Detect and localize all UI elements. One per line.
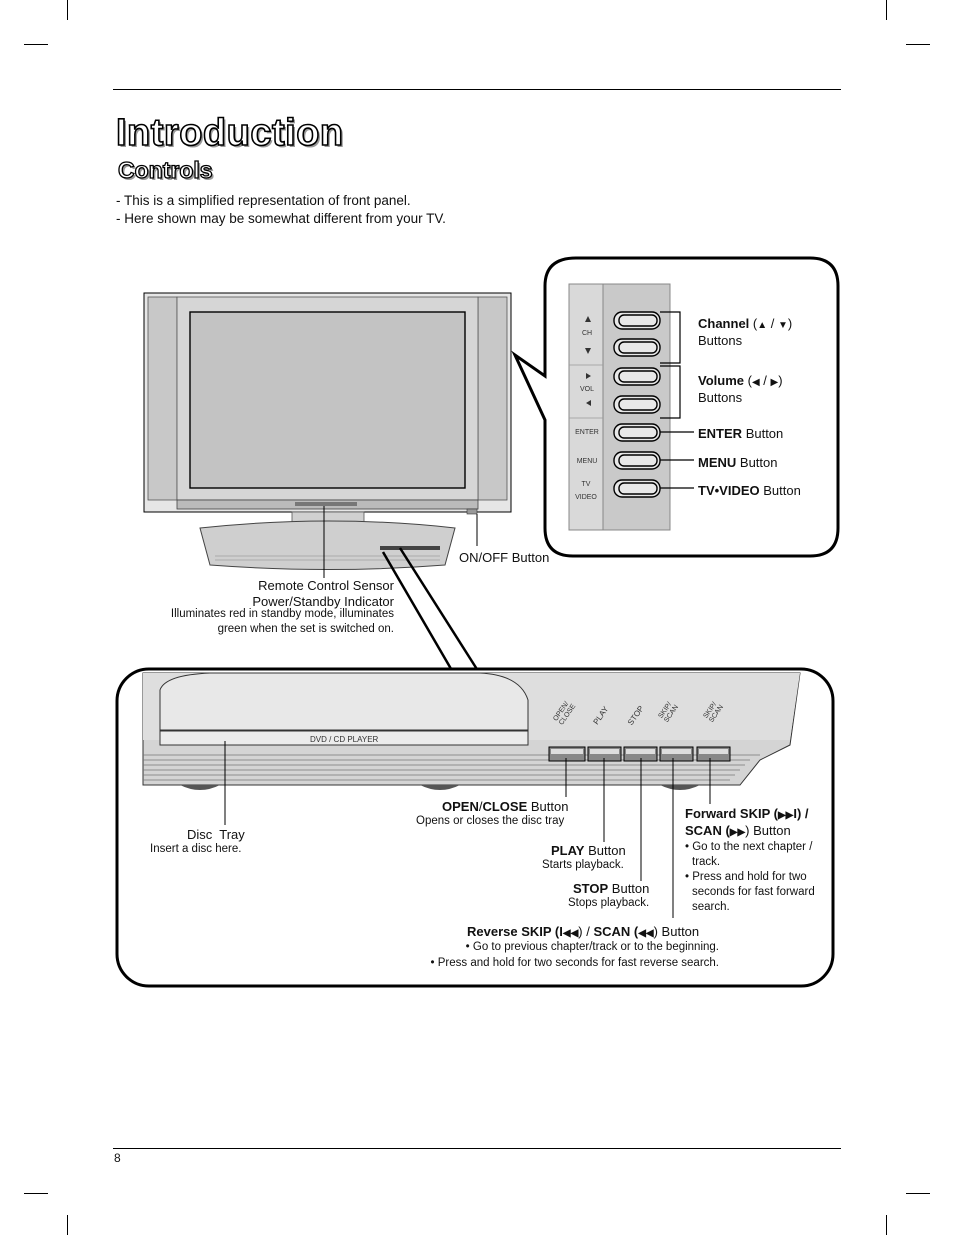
left-arrow-icon: ◀ <box>751 377 760 388</box>
enter-button-label: ENTER Button <box>698 426 783 441</box>
rewind-icon: ◀◀ <box>638 928 654 939</box>
enter-suffix: Button <box>745 426 784 441</box>
channel-name: Channel <box>698 316 750 331</box>
reverse-suffix: ) Button <box>653 924 700 939</box>
open-close-desc: Opens or closes the disc tray <box>416 815 565 827</box>
page-number: 8 <box>114 1151 121 1165</box>
volume-name: Volume <box>698 373 744 388</box>
play-desc: Starts playback. <box>542 859 624 871</box>
reverse-name-a: Reverse SKIP (I <box>467 924 563 939</box>
play-suffix: Button <box>588 843 626 858</box>
intro-note-2: - Here shown may be somewhat different f… <box>116 211 446 226</box>
reverse-name-b: SCAN ( <box>593 924 639 939</box>
section-title: Controls <box>117 156 213 183</box>
video-panel-label: VIDEO <box>575 494 597 501</box>
menu-suffix: Button <box>739 455 778 470</box>
disc-tray-slot <box>159 730 529 746</box>
play-name: PLAY <box>551 843 585 858</box>
menu-name: MENU <box>698 455 737 470</box>
side-panel-buttons <box>613 311 661 498</box>
forward-bullet-3: • Press and hold for two <box>685 871 807 883</box>
crop-mark <box>906 44 930 45</box>
tvvideo-button-label: TV•VIDEO Button <box>698 483 801 498</box>
forward-bullet-2: track. <box>692 856 721 868</box>
menu-panel-label: MENU <box>576 458 598 465</box>
open-name: OPEN <box>442 799 479 814</box>
bottom-rule <box>113 1148 841 1149</box>
reverse-bullet-2: • Press and hold for two seconds for fas… <box>430 957 719 969</box>
tv-panel-label: TV <box>581 481 591 488</box>
crop-mark <box>67 0 68 20</box>
sensor-label-2: Power/Standby Indicator <box>252 594 394 609</box>
channel-buttons-label: Channel (▲ / ▼) Buttons <box>698 316 793 348</box>
scan-forward-icon: ▶▶ <box>729 827 746 838</box>
skip-back-icon: ◀◀ <box>562 928 579 939</box>
tvvideo-name: TV•VIDEO <box>698 483 760 498</box>
disc-tray-label: Disc Tray <box>187 827 245 842</box>
volume-buttons-label: Volume (◀ / ▶) Buttons <box>698 373 783 405</box>
forward-skip-label: Forward SKIP (▶▶I) / SCAN (▶▶) Button <box>685 806 809 840</box>
forward-bullet-4: seconds for fast forward <box>692 886 815 898</box>
sensor-label-1: Remote Control Sensor <box>258 578 394 593</box>
reverse-mid: ) / <box>578 924 594 939</box>
menu-button-label: MENU Button <box>698 455 778 470</box>
enter-name: ENTER <box>698 426 743 441</box>
fast-forward-icon: ▶▶ <box>777 810 794 821</box>
stop-name: STOP <box>573 881 609 896</box>
tv-stand-base <box>199 520 456 570</box>
right-arrow-icon: ▶ <box>770 377 779 388</box>
sensor-desc-2: green when the set is switched on. <box>217 623 394 635</box>
crop-mark <box>886 1215 887 1235</box>
forward-bullet-5: search. <box>692 901 730 913</box>
play-label: PLAY Button <box>551 843 626 858</box>
open-close-label: OPEN/CLOSE Button <box>442 799 568 814</box>
forward-bullet-1: • Go to the next chapter / <box>685 841 813 853</box>
onoff-button-label: ON/OFF Button <box>459 550 550 565</box>
reverse-bullet-1: • Go to previous chapter/track or to the… <box>465 941 719 953</box>
top-rule <box>113 89 841 90</box>
reverse-skip-label: Reverse SKIP (I◀◀) / SCAN (◀◀) Button <box>467 924 699 941</box>
crop-mark <box>67 1215 68 1235</box>
forward-line1: Forward SKIP ( <box>685 806 778 821</box>
close-name: CLOSE <box>482 799 528 814</box>
volume-suffix: Buttons <box>698 390 743 405</box>
crop-mark <box>906 1193 930 1194</box>
vol-panel-label: VOL <box>579 386 594 393</box>
forward-line2: SCAN ( <box>685 823 730 838</box>
stop-label: STOP Button <box>573 881 649 896</box>
disc-tray-desc: Insert a disc here. <box>150 843 242 855</box>
channel-suffix: Buttons <box>698 333 743 348</box>
up-arrow-icon: ▲ <box>757 320 768 331</box>
ch-panel-label: CH <box>581 330 593 337</box>
crop-mark <box>24 44 48 45</box>
open-close-suffix: Button <box>530 799 569 814</box>
intro-note-1: - This is a simplified representation of… <box>116 193 411 208</box>
page-title: Introduction <box>115 111 344 155</box>
stop-suffix: Button <box>611 881 650 896</box>
forward-line2-end: ) Button <box>745 823 791 838</box>
forward-line1-end: I) / <box>793 806 809 821</box>
stop-desc: Stops playback. <box>568 897 650 909</box>
panel-callout-bubble <box>511 256 840 558</box>
crop-mark <box>886 0 887 20</box>
tv-screen <box>189 311 466 489</box>
dvd-tray-label: DVD / CD PLAYER <box>310 735 379 744</box>
disc-tray-door <box>159 672 529 731</box>
sensor-desc-1: Illuminates red in standby mode, illumin… <box>170 608 394 620</box>
crop-mark <box>24 1193 48 1194</box>
down-arrow-icon: ▼ <box>778 320 788 331</box>
enter-panel-label: ENTER <box>575 429 599 436</box>
open-close-sep: / <box>478 799 483 814</box>
tvvideo-suffix: Button <box>763 483 801 498</box>
